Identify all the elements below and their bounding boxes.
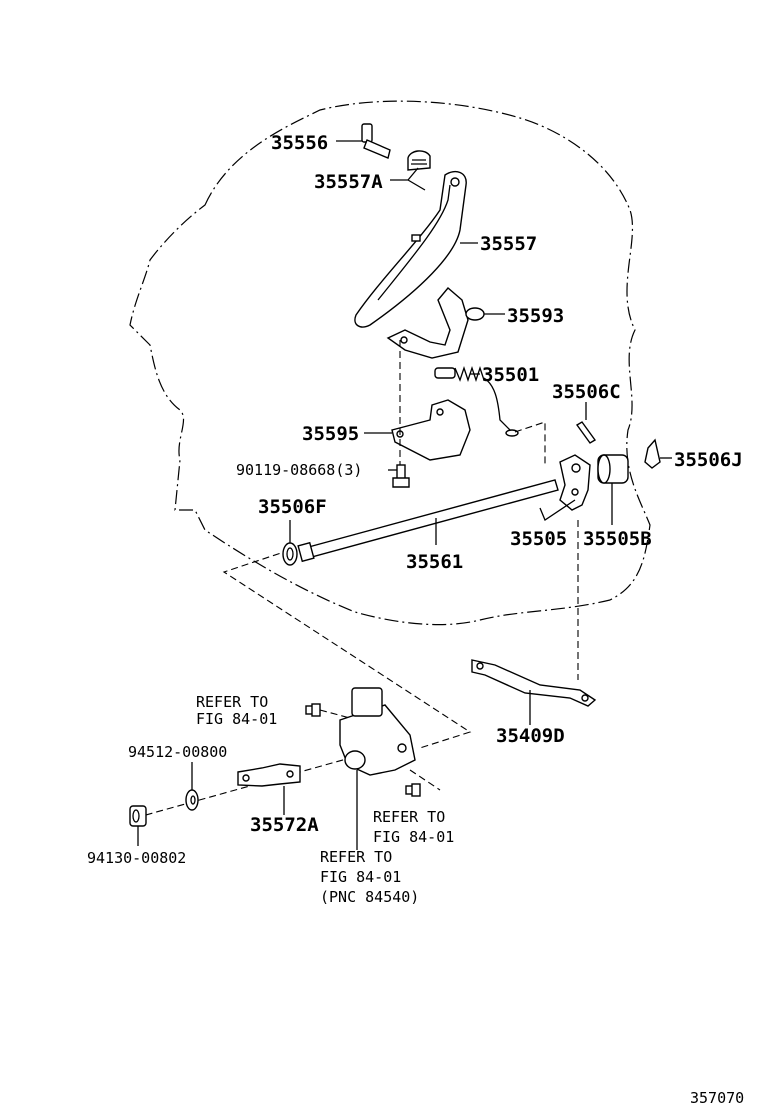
part-35501-detent bbox=[434, 365, 519, 437]
label-35557a: 35557A bbox=[314, 171, 383, 193]
refer-note-2-line2: FIG 84-01 bbox=[373, 828, 454, 846]
label-35506j: 35506J bbox=[674, 449, 743, 471]
label-35506f: 35506F bbox=[258, 496, 327, 518]
part-35506f-seal bbox=[282, 542, 298, 566]
part-94512-washer bbox=[185, 789, 199, 811]
label-90119: 90119-08668(3) bbox=[236, 461, 362, 479]
part-35557-lever bbox=[354, 170, 467, 328]
part-90119-bolt bbox=[392, 464, 410, 488]
refer-note-1-line1: REFER TO bbox=[196, 693, 268, 711]
part-35505b-bushing bbox=[597, 454, 629, 484]
label-35557: 35557 bbox=[480, 233, 537, 255]
part-35572a-bracket bbox=[237, 763, 301, 787]
refer-bolt-lower bbox=[405, 783, 421, 797]
refer-note-2-line1: REFER TO bbox=[373, 808, 445, 826]
part-35506c-pin bbox=[575, 421, 597, 444]
part-35593-bracket bbox=[386, 287, 485, 359]
refer-note-3-line3: (PNC 84540) bbox=[320, 888, 419, 906]
label-94512: 94512-00800 bbox=[128, 743, 227, 761]
refer-note-1-line2: FIG 84-01 bbox=[196, 710, 277, 728]
label-35501: 35501 bbox=[482, 364, 539, 386]
label-35572a: 35572A bbox=[250, 814, 319, 836]
part-35556-bolt bbox=[361, 123, 391, 159]
part-35505-lever bbox=[559, 454, 591, 511]
label-35561: 35561 bbox=[406, 551, 463, 573]
refer-note-3-line2: FIG 84-01 bbox=[320, 868, 401, 886]
label-35593: 35593 bbox=[507, 305, 564, 327]
refer-note-3-line1: REFER TO bbox=[320, 848, 392, 866]
label-94130: 94130-00802 bbox=[87, 849, 186, 867]
label-35595: 35595 bbox=[302, 423, 359, 445]
part-35506j-clip bbox=[644, 438, 661, 469]
part-94130-nut bbox=[129, 805, 147, 827]
label-35506c: 35506C bbox=[552, 381, 621, 403]
label-35505b: 35505B bbox=[583, 528, 652, 550]
diagram-id: 357070 bbox=[690, 1089, 744, 1107]
part-35557a-clip bbox=[407, 150, 431, 171]
label-35505: 35505 bbox=[510, 528, 567, 550]
part-35409d-rod bbox=[471, 659, 597, 707]
part-35595-bracket bbox=[391, 399, 471, 461]
label-35556: 35556 bbox=[271, 132, 328, 154]
label-35409d: 35409D bbox=[496, 725, 565, 747]
part-neutral-switch bbox=[339, 687, 416, 776]
transmission-case-outline bbox=[129, 100, 651, 626]
part-35561-shaft bbox=[297, 479, 559, 563]
refer-bolt-upper bbox=[305, 703, 321, 717]
